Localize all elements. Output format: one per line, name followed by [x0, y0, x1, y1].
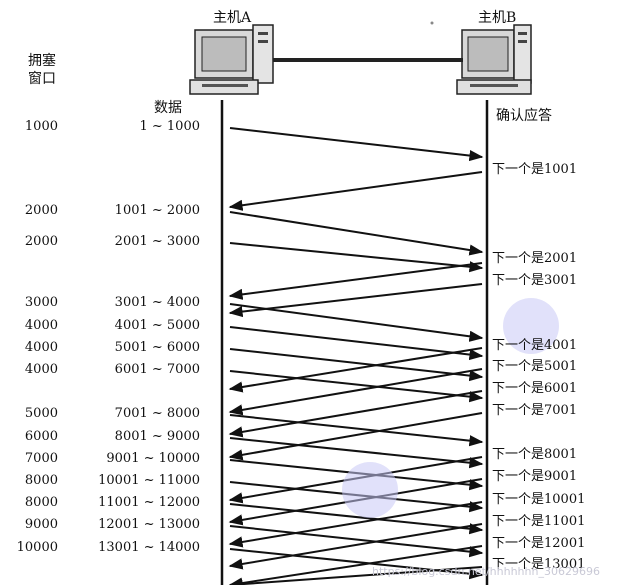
- ack-label: 下一个是13001: [492, 557, 586, 572]
- cwnd-value: 5000: [24, 406, 58, 421]
- ack-label: 下一个是2001: [492, 251, 578, 266]
- ack-label: 下一个是9001: [492, 469, 578, 484]
- data-range: 12001 ~ 13000: [98, 517, 200, 532]
- cwnd-value: 1000: [24, 119, 58, 134]
- ack-arrow: [228, 501, 483, 548]
- cwnd-value: 6000: [24, 429, 58, 444]
- data-segment-arrow: [229, 211, 484, 256]
- ack-label: 下一个是3001: [492, 273, 578, 288]
- ack-arrow: [228, 523, 483, 570]
- cwnd-value: 10000: [16, 540, 58, 555]
- data-segment-arrow: [229, 414, 484, 447]
- cwnd-title: 拥塞: [28, 53, 56, 69]
- cwnd-value: 4000: [24, 340, 58, 355]
- computer-icon: [456, 24, 532, 95]
- ack-label: 下一个是4001: [492, 338, 578, 353]
- ack-arrow: [228, 283, 483, 318]
- data-range: 1001 ~ 2000: [114, 203, 200, 218]
- ack-title: 确认应答: [496, 108, 552, 124]
- ack-arrow: [228, 390, 483, 438]
- computer-icon: [189, 24, 274, 95]
- data-range: 1 ~ 1000: [139, 119, 200, 134]
- data-range: 13001 ~ 14000: [98, 540, 200, 555]
- ack-label: 下一个是5001: [492, 359, 578, 374]
- data-range: 8001 ~ 9000: [114, 429, 200, 444]
- data-segment-arrow: [229, 503, 484, 535]
- data-range: 5001 ~ 6000: [114, 340, 200, 355]
- data-segment-arrow: [229, 303, 484, 342]
- data-segment-arrow: [229, 437, 484, 469]
- ack-arrow: [228, 566, 483, 585]
- watermark: https://blog.csdn.net/hhhhhhh_30629696: [372, 565, 600, 578]
- data-segment-arrow: [229, 370, 484, 403]
- cwnd-title-2: 窗口: [28, 71, 56, 87]
- ack-arrow: [228, 368, 483, 416]
- cwnd-value: 4000: [24, 318, 58, 333]
- ack-label: 下一个是11001: [492, 514, 586, 529]
- cwnd-value: 4000: [24, 362, 58, 377]
- cwnd-value: 9000: [24, 517, 58, 532]
- data-range: 10001 ~ 11000: [98, 473, 200, 488]
- data-range: 11001 ~ 12000: [98, 495, 200, 510]
- highlight-blob: [342, 462, 398, 518]
- host-a-label: 主机A: [213, 10, 252, 26]
- ack-label: 下一个是8001: [492, 447, 578, 462]
- ack-label: 下一个是12001: [492, 536, 586, 551]
- ack-arrow: [228, 171, 483, 211]
- ack-label: 下一个是7001: [492, 403, 578, 418]
- cwnd-value: 2000: [24, 234, 58, 249]
- cwnd-value: 8000: [24, 495, 58, 510]
- data-segment-arrow: [229, 326, 484, 361]
- ack-label: 下一个是1001: [492, 162, 578, 177]
- data-range: 7001 ~ 8000: [114, 406, 200, 421]
- data-range: 9001 ~ 10000: [106, 451, 200, 466]
- data-title: 数据: [154, 100, 182, 116]
- data-segment-arrow: [229, 242, 484, 273]
- cwnd-value: 3000: [24, 295, 58, 310]
- highlight-blob: [503, 298, 559, 354]
- data-range: 6001 ~ 7000: [114, 362, 200, 377]
- cwnd-value: 8000: [24, 473, 58, 488]
- data-range: 4001 ~ 5000: [114, 318, 200, 333]
- ack-arrow: [228, 412, 483, 461]
- data-segment-arrow: [229, 348, 484, 382]
- arrows-layer: [228, 127, 484, 585]
- data-range: 2001 ~ 3000: [114, 234, 200, 249]
- cwnd-value: 7000: [24, 451, 58, 466]
- data-segment-arrow: [229, 525, 484, 558]
- host-b-label: 主机B: [478, 10, 517, 26]
- ack-label: 下一个是10001: [492, 492, 586, 507]
- ack-arrow: [228, 347, 483, 393]
- ack-label: 下一个是6001: [492, 381, 578, 396]
- data-segment-arrow: [229, 127, 484, 162]
- ack-arrow: [228, 545, 483, 585]
- ack-arrow: [228, 262, 483, 300]
- data-range: 3001 ~ 4000: [114, 295, 200, 310]
- cwnd-value: 2000: [24, 203, 58, 218]
